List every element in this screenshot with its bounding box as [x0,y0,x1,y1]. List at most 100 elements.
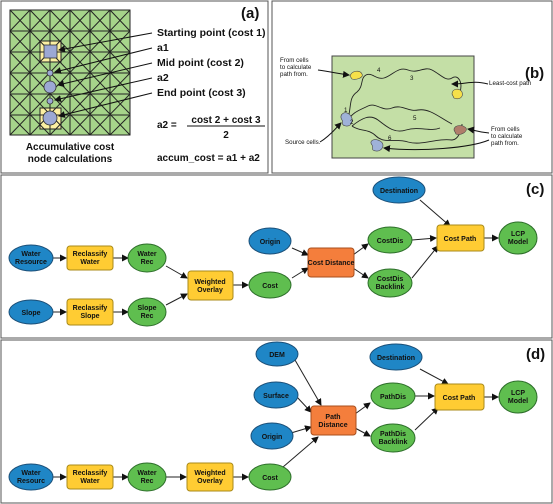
svg-text:Water: Water [21,251,40,258]
svg-text:Rec: Rec [141,259,154,266]
a2-label: a2 [157,72,169,84]
from-cell-yellow-2 [451,88,463,100]
node-costdis: CostDis [367,226,413,254]
svg-text:PathDis: PathDis [380,394,406,401]
node-d-weighted-overlay: Weighted Overlay [186,462,234,492]
svg-text:Weighted: Weighted [194,279,225,286]
node-d-cost: Cost [248,463,292,491]
node-lcp-model: LCP Model [498,221,538,255]
node-cost: Cost [248,271,292,299]
svg-text:Cost: Cost [262,475,278,482]
svg-text:Model: Model [508,398,528,405]
svg-text:Origin: Origin [260,239,281,246]
svg-text:Weighted: Weighted [194,470,225,477]
svg-text:Surface: Surface [263,393,289,400]
path-number-5: 5 [413,115,417,122]
panel-d-label: (d) [526,346,545,363]
svg-text:CostDis: CostDis [377,238,404,245]
svg-text:PathDis: PathDis [380,431,406,438]
svg-text:Reclassify: Reclassify [73,470,108,477]
equation-denominator: 2 [223,130,229,141]
node-d-path-distance: Path Distance [310,405,357,436]
panel-d-edges [52,359,499,481]
leader-lines [54,32,153,118]
node-slope: Slope [8,299,54,325]
svg-text:LCP: LCP [511,231,525,238]
node-reclassify-water: Reclassify Water [66,245,114,271]
mid-point-marker [43,80,57,94]
node-cost-distance: Cost Distance [307,247,355,278]
svg-text:Backlink: Backlink [379,439,408,446]
path-number-4: 4 [377,67,381,74]
source-cell-blob [340,112,353,127]
svg-text:Cost Path: Cost Path [444,236,477,243]
from-cells-top-line-3: path from. [280,71,308,78]
svg-text:Cost Path: Cost Path [443,395,476,402]
svg-text:Slope: Slope [137,305,156,312]
a2-node-marker [46,97,54,105]
svg-text:Model: Model [508,239,528,246]
least-cost-path-label: Least-cost path [489,80,532,87]
svg-text:Water: Water [137,470,156,477]
source-cell-blob-2 [370,139,384,152]
panel-b: (b) 1 2 3 4 5 6 From cells to calculate … [271,0,553,174]
node-d-reclassify-water: Reclassify Water [66,464,114,490]
svg-text:Resource: Resource [15,259,47,266]
caption-line-1: Accumulative cost [26,142,115,153]
panel-c-edges [52,199,499,316]
svg-text:Destination: Destination [377,355,415,362]
svg-text:Slope: Slope [21,310,40,317]
node-d-destination: Destination [369,343,423,371]
starting-point-label: Starting point (cost 1) [157,27,266,39]
node-weighted-overlay: Weighted Overlay [187,270,234,301]
from-cell-yellow-1 [349,70,363,80]
node-d-water-rec: Water Rec [127,462,167,492]
node-d-water-resource: Water Resourc [8,463,54,491]
svg-text:Reclassify: Reclassify [73,305,108,312]
start-point-marker [43,44,58,59]
node-destination: Destination [372,176,426,204]
path-number-1: 1 [344,107,348,114]
svg-text:Reclassify: Reclassify [73,251,108,258]
svg-text:Overlay: Overlay [197,478,223,485]
from-cells-top-line-1: From cells [280,57,309,64]
from-cells-right-line-1: From cells [491,126,520,133]
node-d-surface: Surface [253,381,299,409]
node-reclassify-slope: Reclassify Slope [66,298,114,326]
from-cells-top-line-2: to calculate [280,64,312,71]
source-cells-label: Source cells. [285,139,321,146]
end-point-label: End point (cost 3) [157,87,246,99]
equation-numerator: cost 2 + cost 3 [191,115,261,126]
svg-text:Rec: Rec [141,478,154,485]
svg-text:Water: Water [137,251,156,258]
panel-b-pointers [317,69,490,153]
svg-text:Cost: Cost [262,283,278,290]
svg-text:Rec: Rec [141,313,154,320]
path-number-3: 3 [410,75,414,82]
node-d-origin: Origin [250,422,294,450]
panel-d: (d) DEM Surface Origin [0,339,553,504]
node-origin: Origin [248,227,292,255]
a1-label: a1 [157,42,169,54]
least-cost-paths [346,68,463,144]
from-cells-right-line-3: path from. [491,140,519,147]
svg-text:Distance: Distance [318,422,347,429]
node-d-pathdis-backlink: PathDis Backlink [370,423,416,453]
svg-text:Water: Water [21,470,40,477]
node-d-dem: DEM [255,341,299,367]
svg-text:Origin: Origin [262,434,283,441]
from-cell-brown [453,125,467,135]
svg-text:Cost Distance: Cost Distance [308,260,355,267]
panel-c: (c) Water Resource Reclassif [0,174,553,339]
node-water-resource: Water Resource [8,244,54,272]
panel-a-label: (a) [241,5,259,22]
grid-lines [9,9,131,136]
node-cost-path: Cost Path [436,224,485,252]
node-slope-rec: Slope Rec [127,297,167,327]
node-d-pathdis: PathDis [370,382,416,410]
svg-text:Water: Water [80,259,99,266]
mid-point-label: Mid point (cost 2) [157,57,244,69]
from-cells-right-line-2: to calculate [491,133,523,140]
svg-text:Slope: Slope [80,313,99,320]
